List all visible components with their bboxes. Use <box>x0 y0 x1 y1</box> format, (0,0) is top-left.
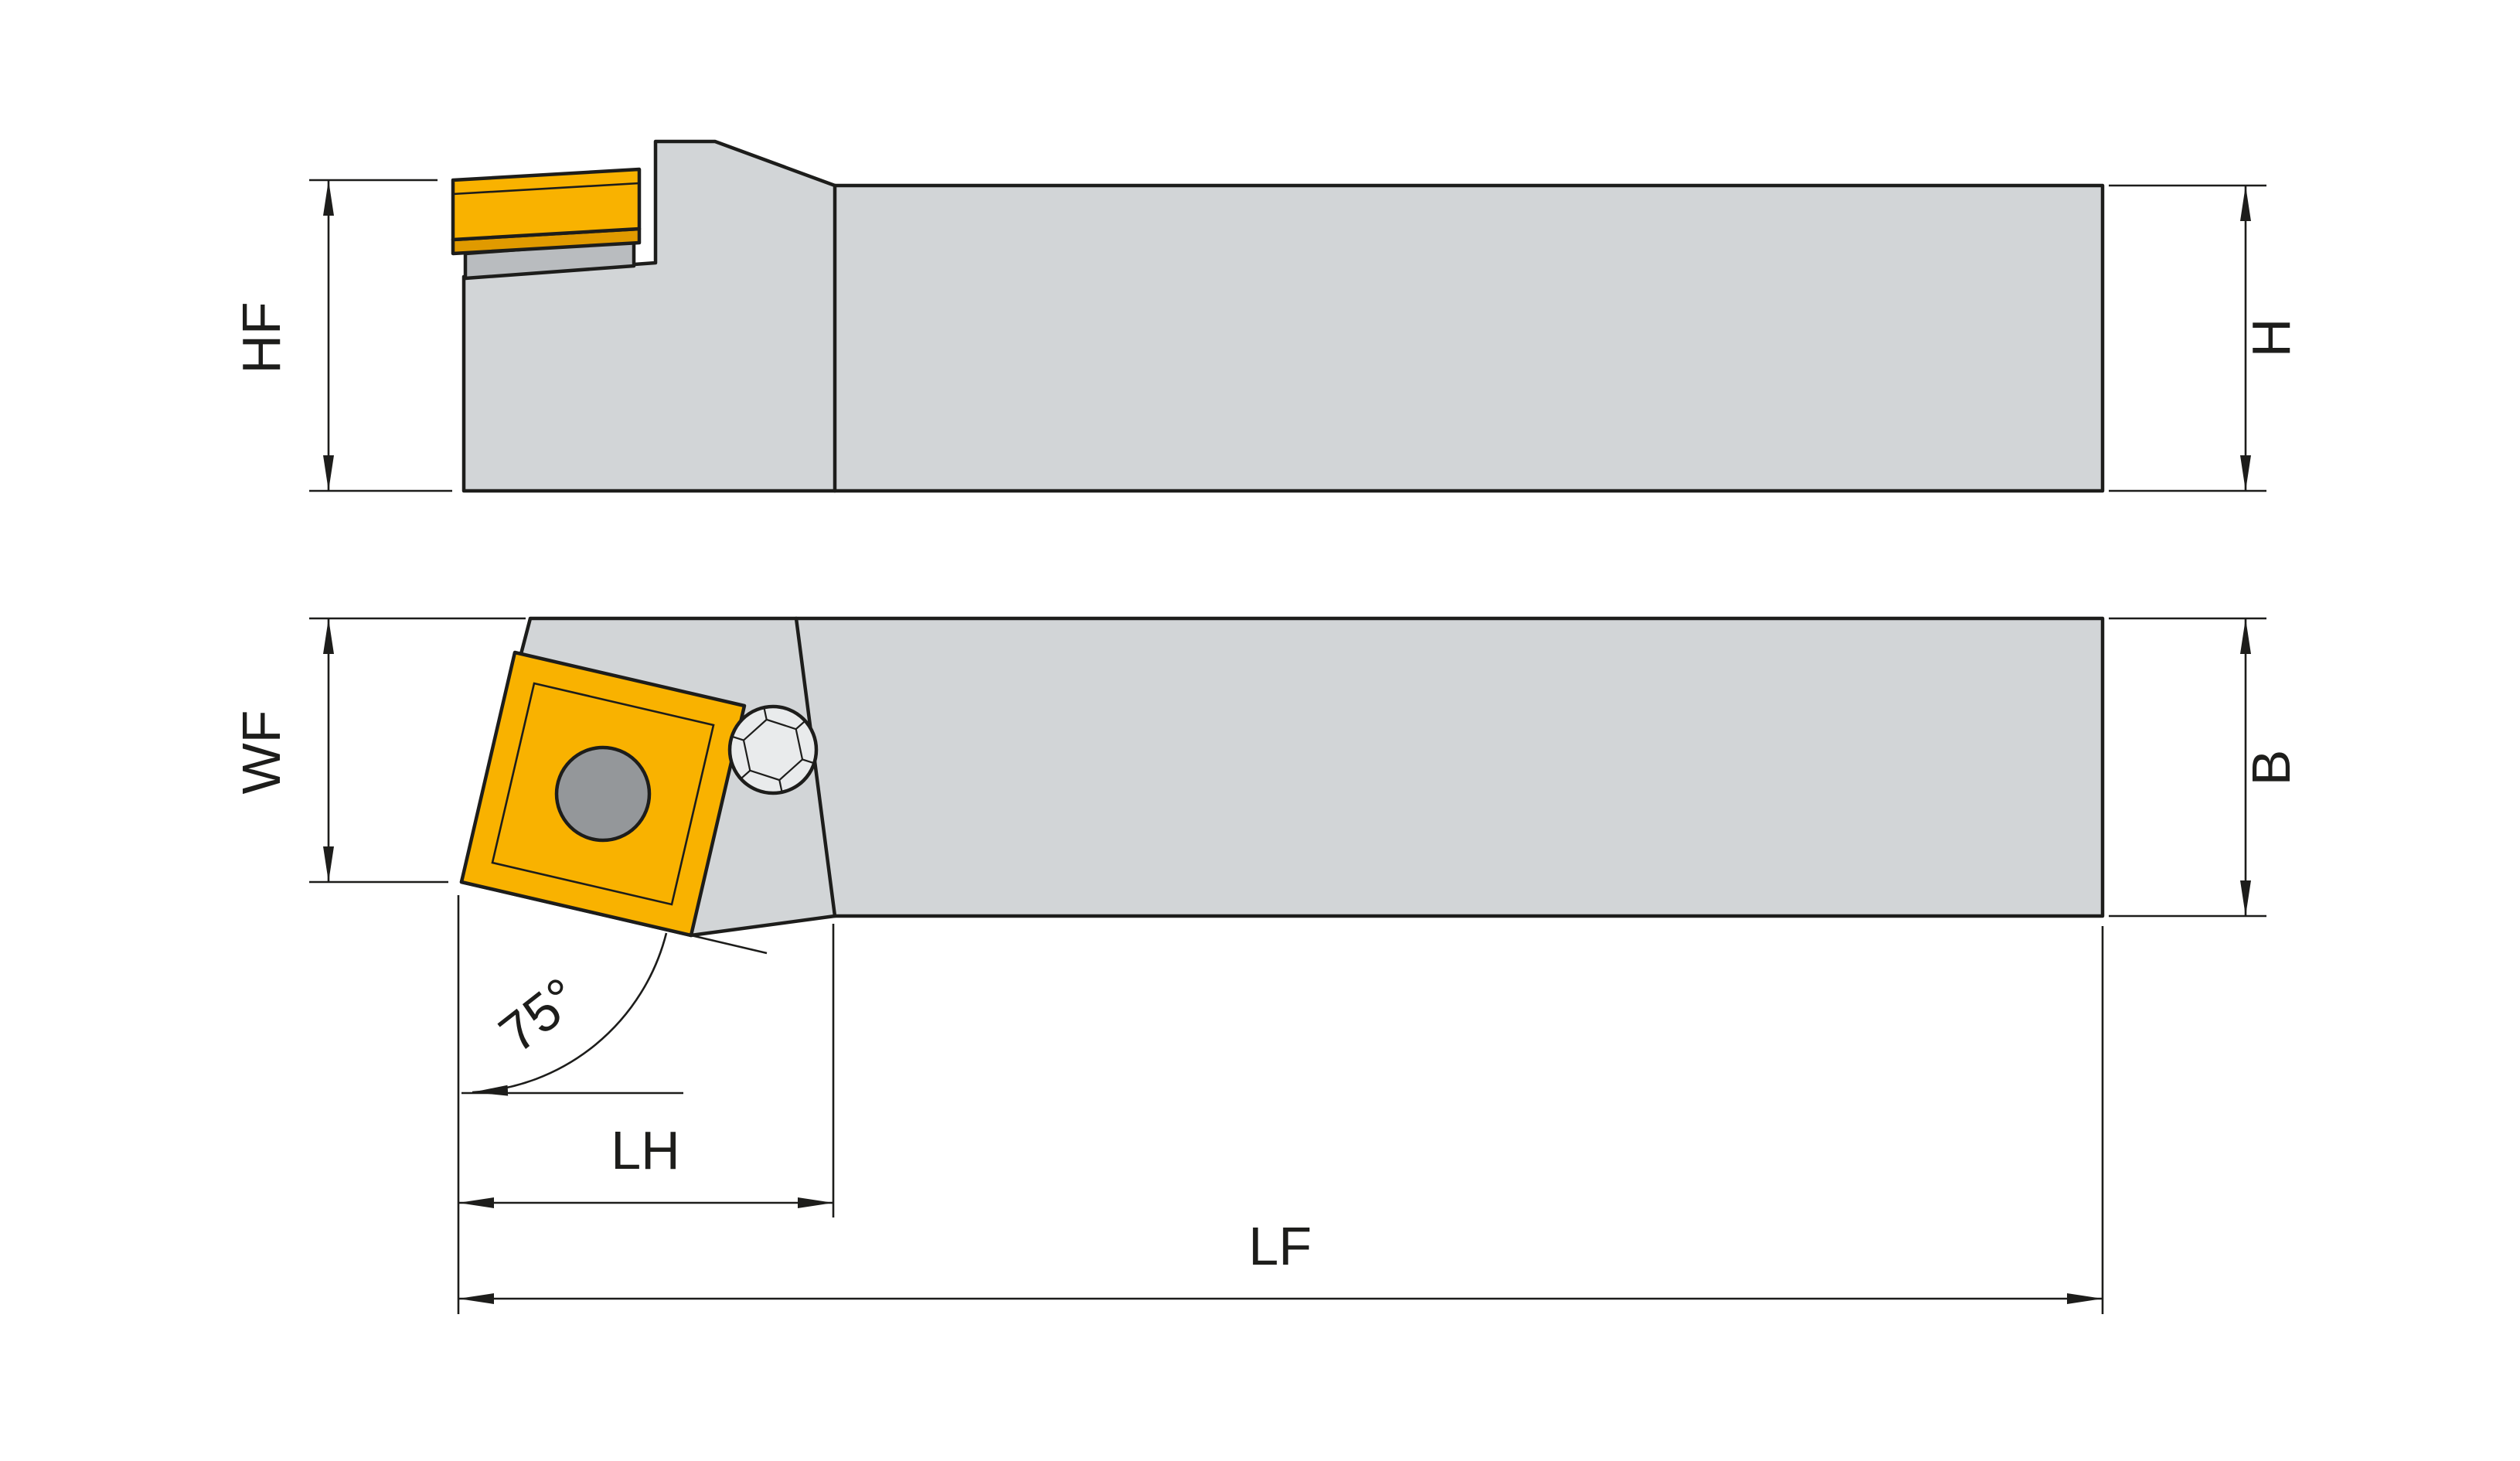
lead-angle-annotation: 75° <box>461 932 768 1096</box>
h-dimension: H <box>2109 184 2301 492</box>
lh-dimension: LH <box>458 924 835 1218</box>
b-dimension: B <box>2109 617 2301 918</box>
clamp-screw <box>727 704 819 795</box>
angle-label: 75° <box>489 966 590 1064</box>
head-shank-boundary-line <box>794 616 837 918</box>
insert-facet-line <box>452 182 640 196</box>
insert-center-hole <box>554 745 652 843</box>
hex-tick <box>733 736 744 741</box>
h-label: H <box>2241 318 2301 358</box>
hex-tick <box>795 721 805 730</box>
plan-view <box>459 616 2105 938</box>
wf-label: WF <box>231 710 291 795</box>
angle-edge-extension-line <box>690 934 768 955</box>
side-view <box>451 139 2105 493</box>
hf-dimension: HF <box>231 179 452 492</box>
insert-chipbreaker-line <box>491 682 715 906</box>
b-label: B <box>2241 750 2301 786</box>
lh-label: LH <box>611 1120 679 1180</box>
hex-tick <box>778 779 783 792</box>
lf-dimension: LF <box>458 926 2104 1314</box>
hf-label: HF <box>231 301 291 373</box>
hex-corner-ticks <box>733 708 813 792</box>
hex-tick <box>802 758 813 764</box>
hex-tick <box>741 769 751 778</box>
hex-tick <box>763 708 768 720</box>
holder-body-side <box>461 139 2105 493</box>
insert-side-face <box>451 167 642 242</box>
insert-plan <box>459 650 747 938</box>
screw-head-circle <box>727 704 819 795</box>
lf-label: LF <box>1248 1216 1312 1276</box>
wf-dimension: WF <box>231 617 526 884</box>
angle-arc <box>472 932 668 1096</box>
